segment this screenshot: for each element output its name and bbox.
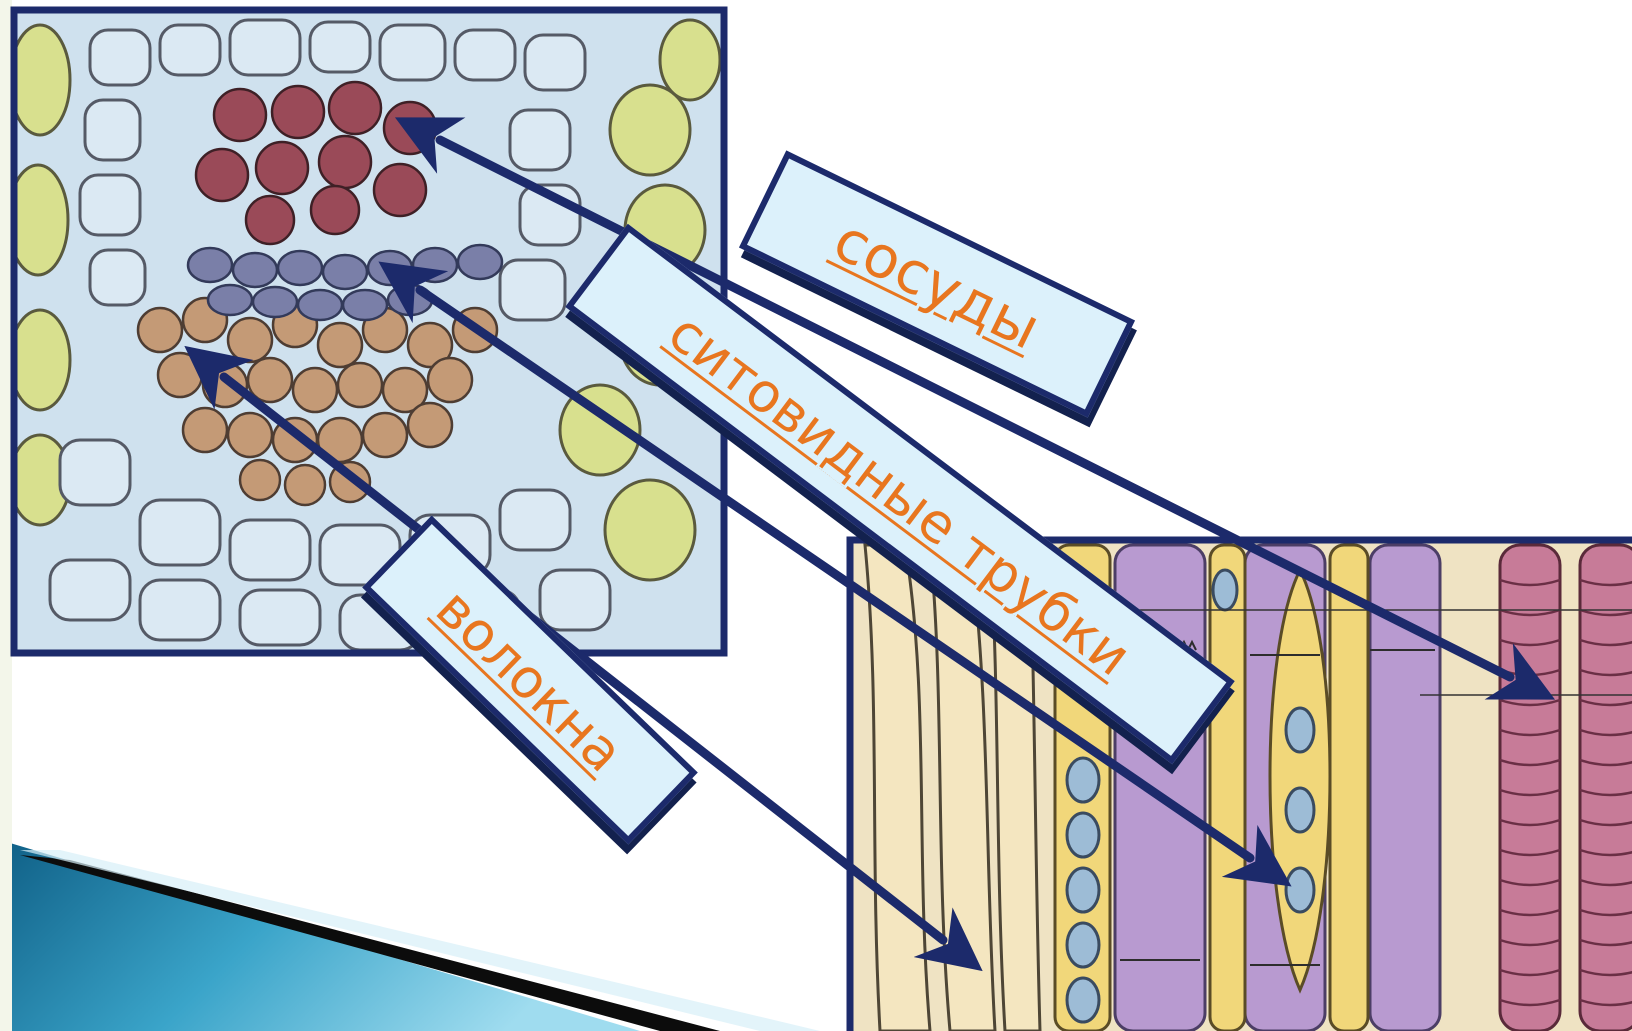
longitudinal-section-image [848,540,1632,1031]
